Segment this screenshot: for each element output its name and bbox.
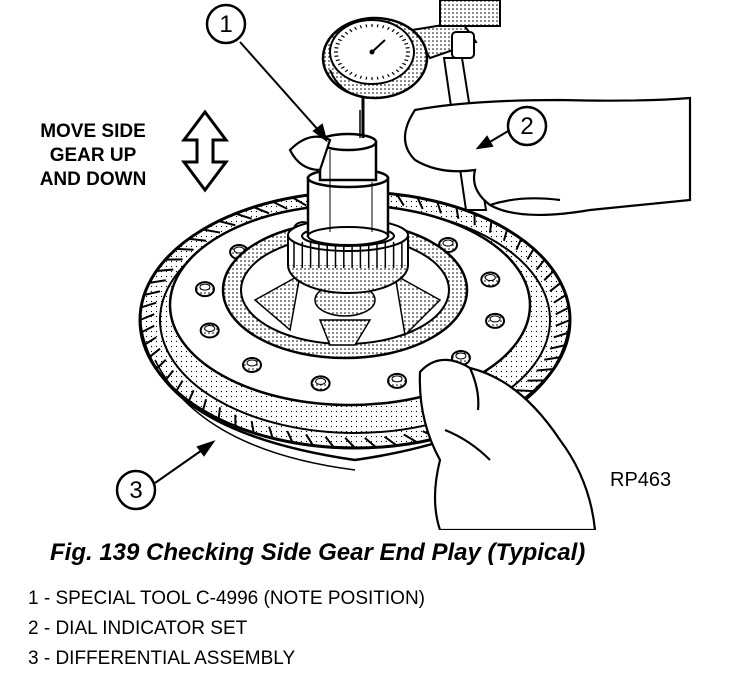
move-side-gear-label: MOVE SIDE GEAR UP AND DOWN (28, 120, 158, 192)
legend-list: 1 - SPECIAL TOOL C-4996 (NOTE POSITION) … (28, 584, 425, 674)
callout-1-number: 1 (219, 11, 232, 38)
legend-item: 2 - DIAL INDICATOR SET (28, 614, 425, 644)
legend-item: 1 - SPECIAL TOOL C-4996 (NOTE POSITION) (28, 584, 425, 614)
callout-3-number: 3 (129, 477, 142, 504)
callout-1: 1 (207, 5, 245, 43)
legend-item: 3 - DIFFERENTIAL ASSEMBLY (28, 644, 425, 674)
callout-2: 2 (508, 107, 546, 145)
move-label-line-2: GEAR UP (28, 144, 158, 168)
move-label-line-3: AND DOWN (28, 168, 158, 192)
figure-caption: Fig. 139 Checking Side Gear End Play (Ty… (50, 539, 585, 567)
differential-illustration: 1 2 3 (0, 0, 736, 530)
move-label-line-1: MOVE SIDE (28, 120, 158, 144)
figure-reference-code: RP463 (610, 469, 671, 492)
up-down-arrow-icon (184, 112, 226, 190)
callout-3: 3 (117, 471, 155, 509)
callout-2-number: 2 (520, 113, 533, 140)
